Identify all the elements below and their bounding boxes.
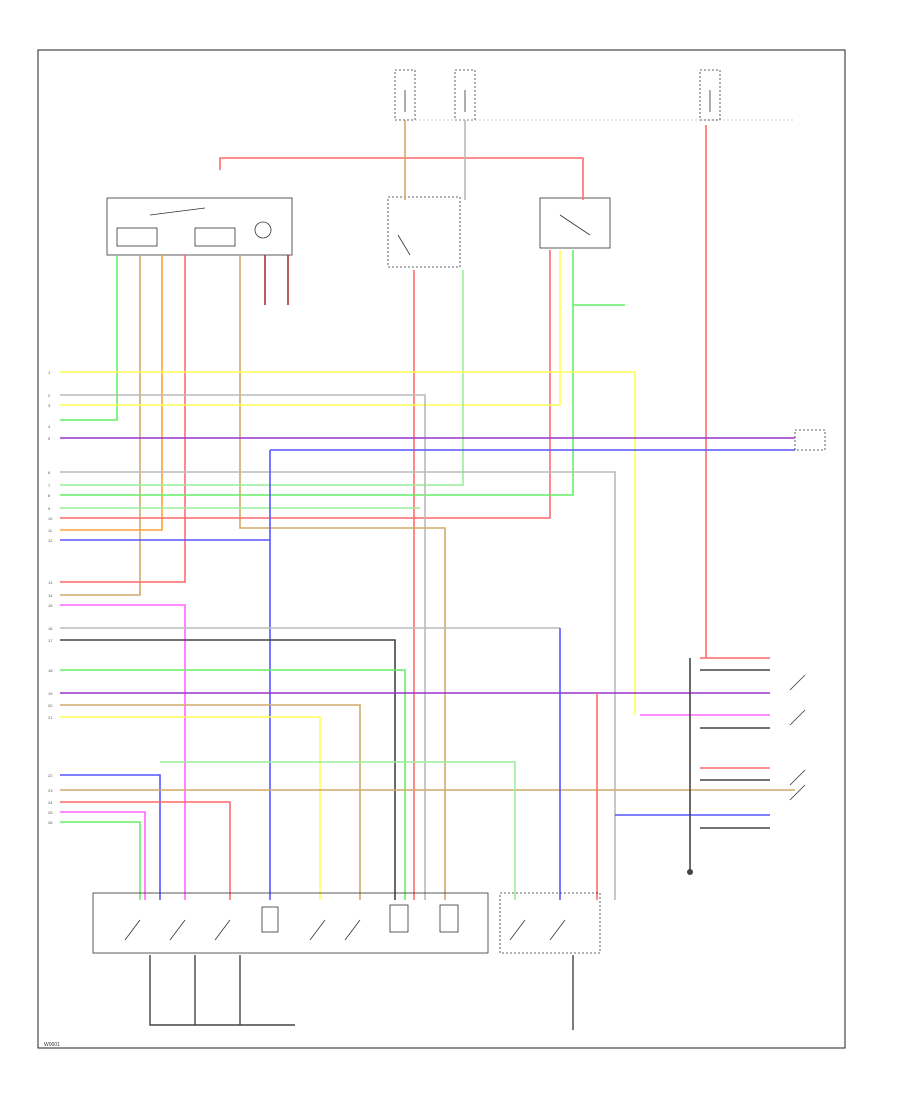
right-switch-group [615, 429, 826, 870]
frame-code: W0001 [44, 1042, 60, 1048]
transfer-relay [387, 196, 461, 268]
svg-text:26: 26 [48, 820, 53, 825]
svg-text:3: 3 [48, 403, 51, 408]
diagram-frame [37, 49, 846, 1049]
power-bus-top [219, 120, 707, 900]
svg-text:6: 6 [48, 470, 51, 475]
svg-text:18: 18 [48, 668, 53, 673]
svg-text:20: 20 [48, 703, 53, 708]
relay-left-wires [60, 255, 446, 900]
left-connector-pins: 1 2 3 4 5 6 7 8 9 10 11 12 13 14 15 16 1… [48, 370, 53, 825]
svg-text:9: 9 [48, 506, 51, 511]
svg-text:13: 13 [48, 580, 53, 585]
svg-text:24: 24 [48, 800, 53, 805]
ground-wires [149, 869, 693, 1030]
svg-text:5: 5 [48, 436, 51, 441]
svg-text:17: 17 [48, 638, 53, 643]
svg-text:1: 1 [48, 370, 51, 375]
svg-text:19: 19 [48, 691, 53, 696]
harness-horizontal [60, 371, 795, 900]
svg-text:2: 2 [48, 393, 51, 398]
relay-box-left [106, 197, 293, 256]
svg-text:4: 4 [48, 424, 51, 429]
fuse-block-top-right [699, 69, 721, 121]
relay-right-wires [60, 250, 625, 519]
svg-text:7: 7 [48, 483, 51, 488]
svg-text:23: 23 [48, 788, 53, 793]
svg-text:8: 8 [48, 493, 51, 498]
svg-text:12: 12 [48, 538, 53, 543]
svg-text:25: 25 [48, 810, 53, 815]
svg-text:22: 22 [48, 773, 53, 778]
svg-text:10: 10 [48, 516, 53, 521]
svg-text:16: 16 [48, 626, 53, 631]
transfer-wires [60, 270, 464, 486]
svg-text:14: 14 [48, 593, 53, 598]
svg-text:21: 21 [48, 715, 53, 720]
svg-text:15: 15 [48, 603, 53, 608]
svg-text:11: 11 [48, 528, 53, 533]
bottom-switch-module [92, 892, 601, 954]
fuse-block-top-center [394, 69, 795, 121]
relay-box-right [539, 197, 611, 249]
